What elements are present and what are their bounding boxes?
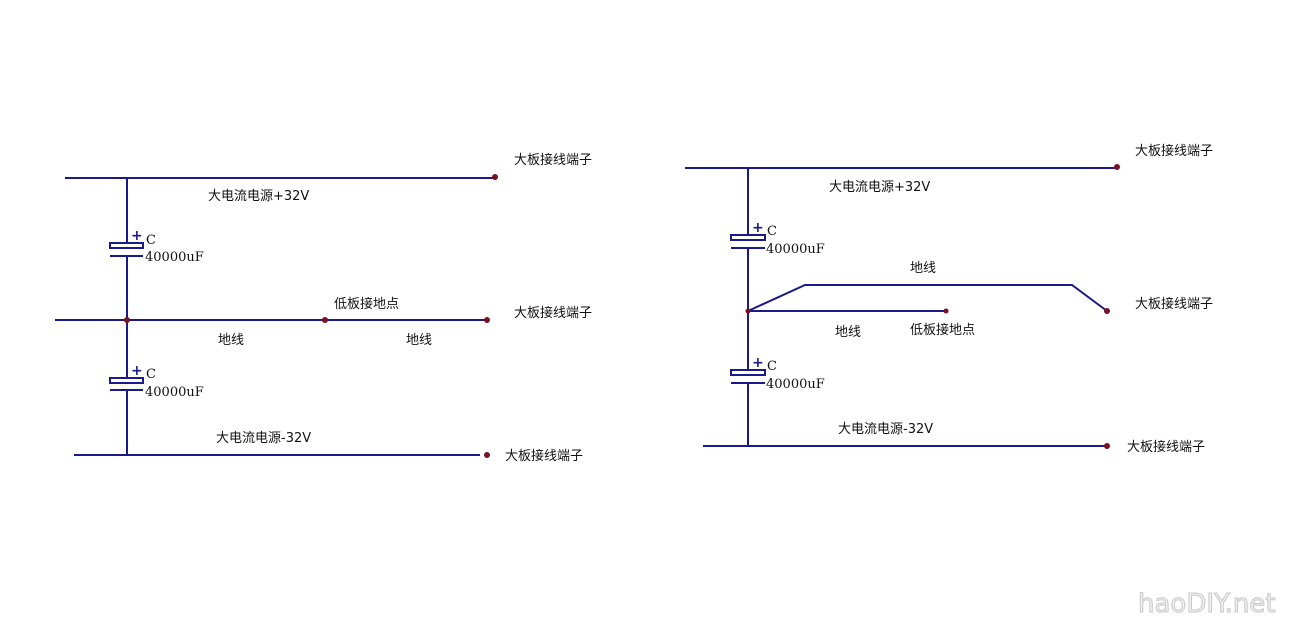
left-cap1-name: C bbox=[146, 233, 156, 248]
right-cap1-positive-plate bbox=[730, 234, 766, 241]
left-junction-node bbox=[124, 317, 130, 323]
right-bottom-terminal-label: 大板接线端子 bbox=[1127, 439, 1205, 455]
right-cap2-positive-plate bbox=[730, 369, 766, 376]
left-mid-terminal-label: 大板接线端子 bbox=[514, 305, 592, 321]
right-circuit: + C 40000uF + C 40000uF 大板接线端子 大电流电源+32V… bbox=[685, 143, 1213, 455]
left-ground-point-label: 低板接地点 bbox=[334, 296, 399, 312]
left-pos-supply-label: 大电流电源+32V bbox=[208, 189, 309, 204]
left-cap2-name: C bbox=[146, 367, 156, 382]
left-cap1-plus: + bbox=[131, 228, 143, 244]
right-neg-supply-label: 大电流电源-32V bbox=[838, 422, 933, 437]
right-top-terminal-label: 大板接线端子 bbox=[1135, 143, 1213, 159]
left-cap2-plus: + bbox=[131, 363, 143, 379]
left-circuit: + C 40000uF + C 40000uF 大板接线端子 大电流电源+32V… bbox=[55, 152, 592, 464]
right-mid-terminal-label: 大板接线端子 bbox=[1135, 296, 1213, 312]
left-ground-point-node bbox=[322, 317, 328, 323]
right-cap2-name: C bbox=[767, 359, 777, 374]
left-cap1-positive-plate bbox=[109, 242, 144, 249]
right-pos-supply-label: 大电流电源+32V bbox=[829, 180, 930, 195]
left-cap2-value: 40000uF bbox=[145, 385, 204, 400]
left-bottom-terminal-node bbox=[484, 452, 490, 458]
right-ground-wire-label-2: 地线 bbox=[835, 325, 861, 340]
left-cap1-value: 40000uF bbox=[145, 250, 204, 265]
right-ground-terminal-wire bbox=[747, 284, 1108, 312]
right-cap2-plus: + bbox=[752, 355, 764, 371]
left-neg-supply-label: 大电流电源-32V bbox=[216, 431, 311, 446]
right-ground-point-label: 低板接地点 bbox=[910, 322, 975, 338]
left-ground-wire-label-2: 地线 bbox=[406, 333, 432, 348]
right-cap1-value: 40000uF bbox=[766, 242, 825, 257]
right-junction-node bbox=[745, 308, 751, 314]
left-cap2-positive-plate bbox=[109, 377, 144, 384]
right-cap2-value: 40000uF bbox=[766, 377, 825, 392]
left-bottom-terminal-label: 大板接线端子 bbox=[505, 448, 583, 464]
right-cap1-plus: + bbox=[752, 220, 764, 236]
left-top-terminal-node bbox=[492, 174, 498, 180]
left-ground-wire-label-1: 地线 bbox=[218, 333, 244, 348]
right-mid-terminal-node bbox=[1104, 308, 1110, 314]
right-cap1-name: C bbox=[767, 224, 777, 239]
watermark-logo: haoDIY.net bbox=[1138, 589, 1276, 619]
left-top-terminal-label: 大板接线端子 bbox=[514, 152, 592, 168]
left-mid-terminal-node bbox=[484, 317, 490, 323]
right-ground-wire-label-1: 地线 bbox=[910, 261, 936, 276]
right-top-terminal-node bbox=[1114, 164, 1120, 170]
right-ground-point-node bbox=[943, 308, 949, 314]
right-bottom-terminal-node bbox=[1104, 443, 1110, 449]
